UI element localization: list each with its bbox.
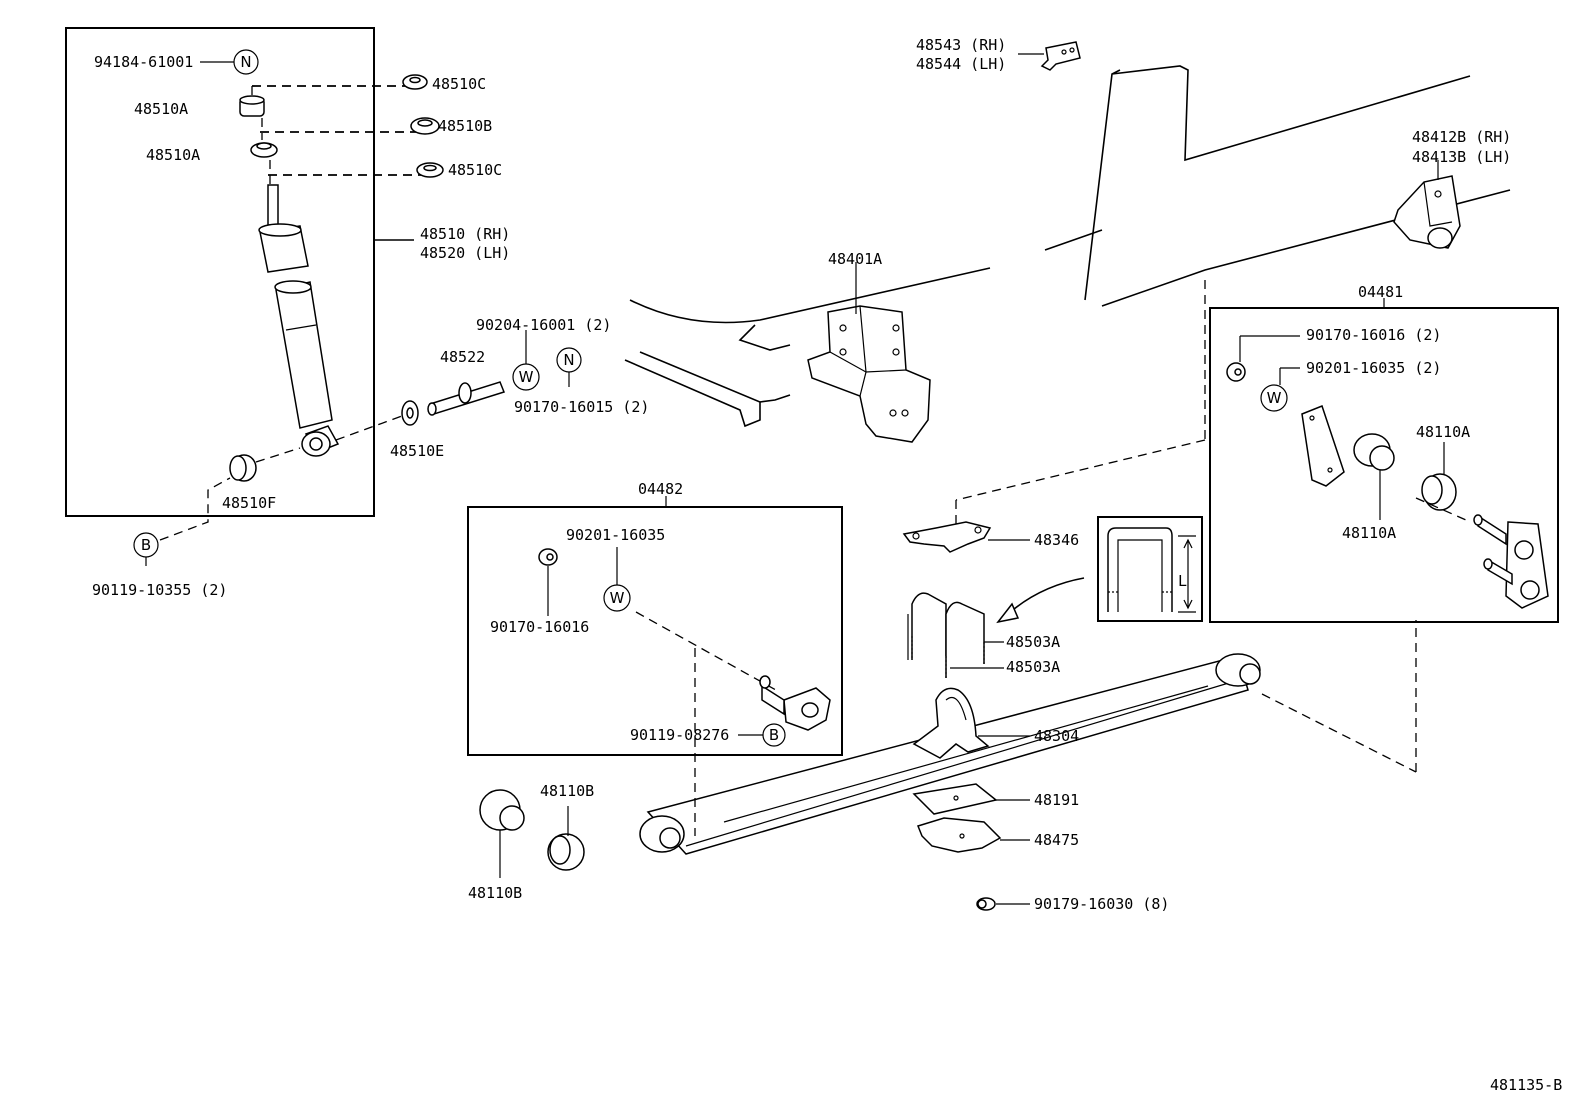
label-48110a-lower: 48110A: [1342, 524, 1396, 542]
bolt-symbol-04482-letter: B: [769, 726, 779, 744]
shock-absorber: [258, 184, 340, 457]
spring-hanger-48401a: [807, 262, 931, 443]
label-48510a-upper: 48510A: [134, 100, 188, 118]
label-48304: 48304: [1034, 727, 1079, 745]
label-48543: 48543 (RH): [916, 36, 1006, 54]
label-48510c-upper: 48510C: [432, 75, 486, 93]
label-48503a-lower: 48503A: [1006, 658, 1060, 676]
kit-04482-box: W B: [467, 496, 843, 756]
label-48346: 48346: [1034, 531, 1079, 549]
stud-48522: [427, 381, 505, 416]
label-kit-04481: 04481: [1358, 283, 1403, 301]
plate-48191: [912, 783, 1030, 815]
part-labels: 94184-61001 48510C 48510A 48510B 48510A …: [92, 36, 1562, 1094]
washer-symbol-letter: W: [519, 368, 534, 386]
label-kit-04482: 04482: [638, 480, 683, 498]
label-90201-16035: 90201-16035: [566, 526, 665, 544]
nut-symbol-stud: N: [556, 347, 582, 387]
u-bolt-48503a-front: [907, 592, 1004, 678]
label-48510-rh: 48510 (RH): [420, 225, 510, 243]
label-48110b-lower: 48110B: [468, 884, 522, 902]
dimension-label: L: [1178, 572, 1187, 590]
diagram-id: 481135-B: [1490, 1076, 1562, 1094]
bushing-48110b-right: [547, 806, 585, 871]
label-48544: 48544 (LH): [916, 55, 1006, 73]
nut-symbol-stud-letter: N: [563, 351, 574, 369]
shock-absorber-box: [65, 27, 414, 517]
label-48510b: 48510B: [438, 117, 492, 135]
hanger-dashes: [955, 280, 1206, 525]
bolt-symbol-letter: B: [141, 536, 151, 554]
bushing-48510a-upper: [239, 95, 265, 117]
washer-symbol-stud: W: [512, 330, 540, 391]
label-48475: 48475: [1034, 831, 1079, 849]
pad-48475: [917, 817, 1030, 853]
nut-90179-16030: [976, 897, 1030, 911]
detail-arrow: [996, 577, 1085, 624]
label-90170-16016-kit: 90170-16016 (2): [1306, 326, 1441, 344]
bracket-48543: [1018, 41, 1081, 71]
label-48401a: 48401A: [828, 250, 882, 268]
shackle-hanger-48412b: [1393, 160, 1461, 249]
bracket-48346: [902, 521, 1030, 553]
kit-04481-box: W: [1209, 298, 1559, 623]
label-48510a-lower: 48510A: [146, 146, 200, 164]
label-90119-08276: 90119-08276: [630, 726, 729, 744]
label-48413b: 48413B (LH): [1412, 148, 1511, 166]
label-90170-16015: 90170-16015 (2): [514, 398, 649, 416]
label-48110a-upper: 48110A: [1416, 423, 1470, 441]
frame-rail: [624, 65, 1511, 428]
cushion-48510c-lower: [416, 162, 444, 178]
label-48510e: 48510E: [390, 442, 444, 460]
washer-symbol-04481-letter: W: [1267, 389, 1282, 407]
leaf-spring: [639, 620, 1417, 855]
label-48191: 48191: [1034, 791, 1079, 809]
washer-symbol-04482-letter: W: [610, 589, 625, 607]
cushion-48510b: [410, 117, 440, 135]
spring-seat-48304: [912, 687, 1030, 759]
bolt-symbol: B: [133, 477, 231, 566]
washer-48510e: [335, 400, 419, 441]
nut-symbol: N: [200, 49, 259, 75]
label-48510c-lower: 48510C: [448, 161, 502, 179]
label-48522: 48522: [440, 348, 485, 366]
label-90170-16016: 90170-16016: [490, 618, 589, 636]
label-48520-lh: 48520 (LH): [420, 244, 510, 262]
bushing-48510f: [229, 447, 301, 482]
label-48510f: 48510F: [222, 494, 276, 512]
nut-symbol-letter: N: [240, 53, 251, 71]
label-94184-61001: 94184-61001: [94, 53, 193, 71]
bushing-48510a-lower: [250, 142, 278, 158]
label-90179-16030: 90179-16030 (8): [1034, 895, 1169, 913]
label-48110b-upper: 48110B: [540, 782, 594, 800]
label-48412b: 48412B (RH): [1412, 128, 1511, 146]
label-90204-16001: 90204-16001 (2): [476, 316, 611, 334]
label-48503a-upper: 48503A: [1006, 633, 1060, 651]
shock-stack-dashes: [251, 85, 424, 185]
u-bolt-detail-box: L: [1097, 516, 1203, 622]
label-90119-10355: 90119-10355 (2): [92, 581, 227, 599]
cushion-48510c-upper: [402, 74, 428, 90]
label-90201-16035-kit: 90201-16035 (2): [1306, 359, 1441, 377]
bushing-48110b-left: [479, 789, 525, 878]
